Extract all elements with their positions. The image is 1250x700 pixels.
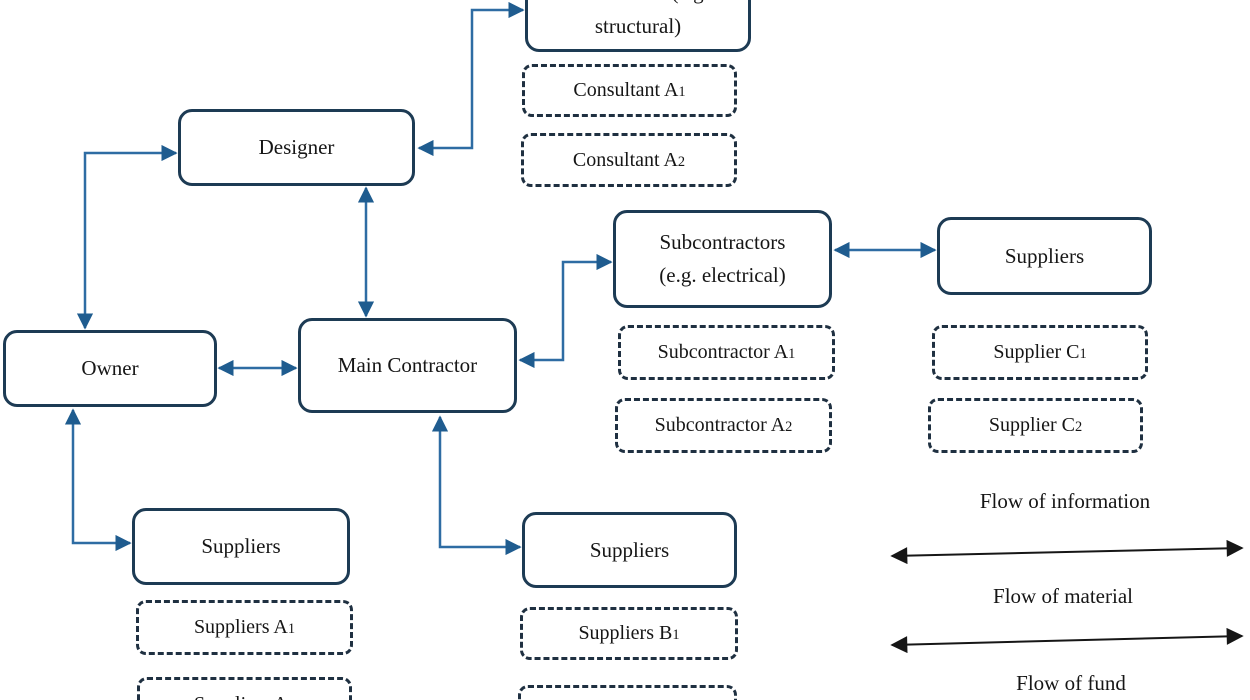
suppliers-right-label: Suppliers	[1004, 243, 1085, 268]
node-subcontractors: Subcontractors (e.g. electrical)	[613, 210, 832, 308]
suppliers-b1-label: Suppliers B1	[578, 622, 680, 644]
dashed-box-suppliers-b1: Suppliers B1	[520, 607, 738, 660]
node-consultants: Consultants (e.g. structural)	[525, 0, 751, 52]
node-consultants-label: Consultants (e.g. structural)	[528, 0, 748, 43]
legend-label-flow-of-material: Flow of material	[993, 584, 1133, 608]
dashed-box-suppliers-b2-partial: Suppliers B2	[518, 685, 737, 700]
node-suppliers-bottom-left: Suppliers	[132, 508, 350, 585]
owner-label: Owner	[81, 356, 139, 380]
dashed-box-consultant-a2: Consultant A2	[521, 133, 737, 187]
node-main-contractor: Main Contractor	[298, 318, 517, 413]
legend-label-flow-of-information: Flow of information	[979, 489, 1151, 513]
arrow-designer-consultants	[417, 1, 525, 157]
arrow-designer-owner	[76, 144, 178, 330]
designer-label: Designer	[258, 135, 335, 159]
arrow-main-contractor-suppliers	[431, 415, 522, 556]
arrow-owner-suppliers	[64, 408, 132, 552]
dashed-box-subcontractor-a1: Subcontractor A1	[618, 325, 835, 380]
subcontractor-a1-label: Subcontractor A1	[657, 341, 796, 363]
dashed-box-consultant-a1: Consultant A1	[522, 64, 737, 117]
suppliers-a2-label: Suppliers A2	[194, 693, 295, 700]
consultant-a2-label: Consultant A2	[572, 148, 686, 171]
node-owner: Owner	[3, 330, 217, 407]
suppliers-bottom-center-label: Suppliers	[589, 537, 670, 562]
node-designer: Designer	[178, 109, 415, 186]
supplier-c1-label: Supplier C1	[993, 341, 1087, 363]
suppliers-bottom-left-label: Suppliers	[201, 534, 281, 558]
legend-arrow-flow-of-material	[890, 539, 1244, 565]
suppliers-a1-label: Suppliers A1	[193, 616, 296, 638]
node-suppliers-bottom-center: Suppliers	[522, 512, 737, 588]
supplier-c2-label: Supplier C2	[988, 414, 1083, 436]
subcontractor-a2-label: Subcontractor A2	[654, 414, 793, 436]
arrow-main-contractor-subcontractors	[518, 253, 613, 369]
subcontractors-line1: Subcontractors	[659, 230, 786, 254]
dashed-box-supplier-c1: Supplier C1	[932, 325, 1148, 380]
dashed-box-subcontractor-a2: Subcontractor A2	[615, 398, 832, 453]
legend-arrow-flow-of-fund	[890, 627, 1244, 654]
consultant-a1-label: Consultant A1	[573, 79, 686, 101]
node-suppliers-right: Suppliers	[937, 217, 1152, 295]
dashed-box-supplier-c2: Supplier C2	[928, 398, 1143, 453]
dashed-box-suppliers-a2-partial: Suppliers A2	[137, 677, 352, 700]
legend-label-flow-of-fund: Flow of fund	[1016, 671, 1126, 695]
consultants-line2: structural)	[594, 14, 682, 38]
main-contractor-label: Main Contractor	[337, 353, 478, 377]
subcontractors-line2: (e.g. electrical)	[659, 263, 786, 287]
dashed-box-suppliers-a1: Suppliers A1	[136, 600, 353, 655]
consultants-line1: Consultants (e.g.	[528, 0, 748, 9]
